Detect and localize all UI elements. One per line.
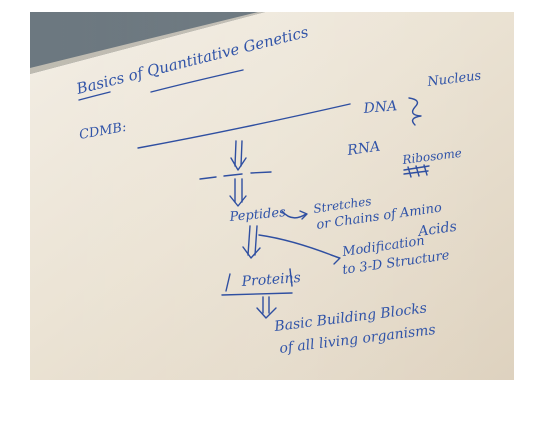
arrow-to-stretches-head	[299, 210, 308, 220]
arrow-shaft-1a	[234, 140, 237, 167]
proteins-box: Proteins	[221, 268, 301, 296]
whiteboard-scene: Basics of Quantitative Genetics CDMB: DN…	[30, 12, 514, 380]
arrow-head-3	[242, 246, 261, 259]
rna-to-peptides: Peptides	[228, 178, 287, 225]
crossed-out-scribble	[403, 164, 430, 178]
proteins-to-blocks	[256, 296, 277, 319]
proteins-right-bar	[289, 268, 293, 287]
proteins-label: Proteins	[240, 270, 301, 290]
arrow-shaft-3b	[254, 225, 258, 256]
dna-brace	[408, 97, 422, 126]
proteins-left-bar	[225, 273, 231, 292]
cdmb-line	[137, 103, 351, 149]
arrow-to-modification-head	[330, 254, 341, 265]
title-underline-1	[78, 91, 111, 101]
proteins-underline	[221, 292, 293, 296]
stretches-line-3: Acids	[415, 219, 457, 240]
arrow-shaft-1b	[240, 140, 243, 167]
nucleus-label: Nucleus	[426, 68, 483, 90]
arrow-head-4	[256, 307, 277, 319]
peptides-to-proteins	[242, 225, 341, 265]
arrow-shaft-3a	[247, 225, 251, 256]
board-glare	[30, 12, 514, 380]
arrow-to-stretches	[281, 210, 307, 219]
dna-label: DNA	[362, 98, 398, 117]
dashed-rule	[199, 171, 272, 180]
title-underline-2	[150, 69, 244, 93]
cdmb-row: CDMB: DNA Nucleus	[78, 68, 483, 149]
whiteboard-photo: Basics of Quantitative Genetics CDMB: DN…	[30, 12, 514, 380]
peptides-label: Peptides	[228, 205, 287, 225]
arrow-head-1	[230, 157, 247, 171]
arrow-to-modification	[258, 234, 340, 259]
rna-label: RNA	[345, 139, 381, 160]
arrow-head-2	[229, 195, 247, 207]
